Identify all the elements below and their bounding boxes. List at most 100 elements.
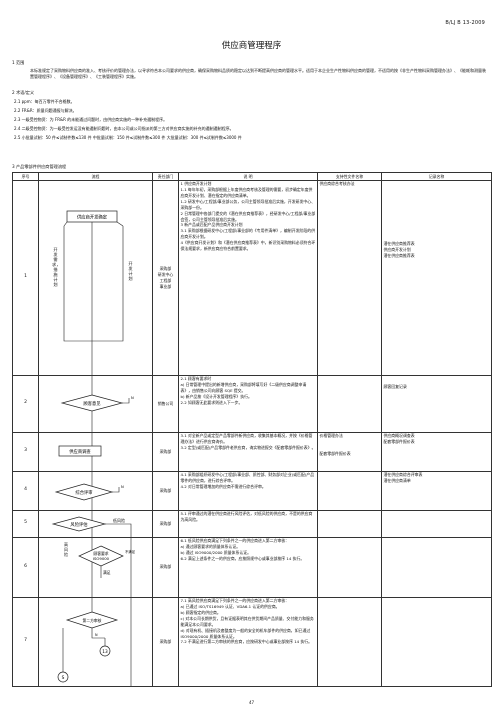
connector-label: 13 xyxy=(102,649,108,655)
document-number: B/LJ B 13-2009 xyxy=(445,20,485,26)
row-number: 1 xyxy=(12,179,39,376)
support-doc xyxy=(317,509,382,538)
desc-line: 3.1 对全新产品或定型产品零部件新供应商，收集其基本概况，并按《价格管理办法》… xyxy=(180,433,313,445)
flow-cell: 第二方审核 N 13 S xyxy=(38,596,153,687)
flow-label: 低风险 xyxy=(113,517,125,523)
description-cell: 3.1 对全新产品或定型产品零部件新供应商，收集其基本概况，并按《价格管理办法》… xyxy=(178,431,318,472)
header-records: 记录名称 xyxy=(381,172,492,181)
flowchart-step-2: 顾客意见 N xyxy=(60,375,134,432)
flow-label-left: 高风险 xyxy=(63,541,69,558)
support-doc xyxy=(317,470,382,511)
description-cell: 4.1 采购部组织研发中心/工程部/事业部、质控部、财务部对企业(或匹配)产品零… xyxy=(178,470,318,511)
flowchart-step-4: 综合评审 N xyxy=(54,471,124,510)
desc-line: a) 已通过 ISO/TS16949 认证、VDA6.1 认证的供应商。 xyxy=(180,604,280,610)
desc-line: a) 日常管理中提出的新增供应商，采购部将填写好《二级供应商调整申请表》，由销售… xyxy=(180,382,307,394)
table-row: 2 顾客意见 N 销售公司 2.1 顾客有要求时 a) 日常管理中提出的新增供应… xyxy=(12,374,492,433)
flowchart-step-5: 风险评估 低风险 xyxy=(51,510,132,537)
record-names: 供应商概况调查表 配套零部件报价表 xyxy=(381,431,492,472)
responsible-dept: 采购部 xyxy=(152,431,179,472)
header-dept: 责任部门 xyxy=(152,172,179,181)
flow-box-label: 顾客要求 xyxy=(93,551,108,556)
table-row: 5 风险评估 低风险 采购部 5.1 评审通过的潜在供应商进行风险评估，对低风险… xyxy=(12,509,492,538)
desc-line: b) 新产品按《设计开发管理程序》执行。 xyxy=(180,393,252,399)
desc-line: 2.2 如顾客无此要求则进入下一步。 xyxy=(180,399,243,405)
header-seq: 序号 xyxy=(12,172,39,181)
support-doc xyxy=(317,374,382,433)
definition-item: 2.4 二级受控物资：为一级受控发运没有能遏制问题时，由本公司或公司指派的第三方… xyxy=(14,126,234,131)
record-names xyxy=(381,509,492,538)
desc-line: 3.2 定型(或匹配)产品零部件老供应商，询实物进报交《配套零部件报价表》。 xyxy=(180,445,316,451)
section-2-heading: 2 术语/定义 xyxy=(12,90,35,95)
table-row: 3 供应商调查 采购部 3.1 对全新产品或定型产品零部件新供应商，收集其基本概… xyxy=(12,431,492,472)
row-number: 2 xyxy=(12,374,39,433)
description-cell: 2.1 顾客有要求时 a) 日常管理中提出的新增供应商，采购部将填写好《二级供应… xyxy=(178,374,318,433)
desc-line: 1 供应商开发计划 xyxy=(180,181,212,187)
record-names: 潜在供应商综合评审表 潜在供应商清单 xyxy=(381,470,492,511)
header-support: 支持性文件名称 xyxy=(317,172,382,181)
desc-line: 4.1 采购部组织研发中心/工程部/事业部、质控部、财务部对企业(或匹配)产品零… xyxy=(180,472,315,484)
support-doc xyxy=(317,536,382,598)
section-3-heading: 3 产品零部件供应商管理流程 xyxy=(12,164,67,169)
desc-line: 6.1 低风险供应商满足下列条件之一的供应商进入第二方审核： xyxy=(180,538,290,544)
document-title: 供应商管理程序 xyxy=(221,41,282,51)
table-row: 7 第二方审核 N 13 S 采购部 xyxy=(12,596,492,687)
connector-circle xyxy=(99,645,111,657)
desc-line: 7.2 不满足进行第二方审核的供应商，应按研发中心或事业部按序 14 执行。 xyxy=(180,639,313,645)
table-row: 4 综合评审 N 采购部 4.1 采购部组织研发中心/工程部/事业部、质控部、财… xyxy=(12,470,492,511)
table-header-row: 序号 流程 责任部门 说 明 支持性文件名称 记录名称 xyxy=(12,172,492,181)
process-table: 序号 流程 责任部门 说 明 支持性文件名称 记录名称 1 供应商开发确定 xyxy=(12,172,492,687)
table-row: 6 顾客要求 ISO9000 不满足 满足 高风险 采购部 6.1 低风险供应商… xyxy=(12,536,492,598)
row-number: 4 xyxy=(12,470,39,511)
section-1-text: 本标准规定了采购物料供应商的准入、考核评价的管理办法，以寻求符合本公司要求的供应… xyxy=(30,68,486,79)
description-cell: 1 供应商开发计划 1.1 每年年初，采购部根据上年度供应商考核及管理的需要，初… xyxy=(178,179,318,376)
definition-item: 2.2 FR&R：质量问题通报与解决。 xyxy=(14,108,77,113)
flowchart-step-1: 供应商开发确定 xyxy=(63,210,124,375)
table-row: 1 供应商开发确定 开发需求，措施计划 开发计划 采购部 研发中心 工程部 事业… xyxy=(12,179,492,376)
responsible-dept: 采购部 xyxy=(152,536,179,598)
decision-diamond xyxy=(54,483,114,501)
desc-line: d) 对现有机、插接机及套整度为一般的安全的机车部件的供应商，如已通过 ISO9… xyxy=(180,627,311,639)
desc-line: 6.2 满足上述条件之一的供应商，应按照规中心或事业部按序 14 执行。 xyxy=(180,555,305,561)
definition-item: 2.1 ppm：每百万零件不合格数。 xyxy=(14,99,75,104)
row-number: 5 xyxy=(12,509,39,538)
definition-item: 2.5 小批量试制：50 件≤试制件数≤130 件 中批量试制：150 件≤试制… xyxy=(14,135,242,140)
flow-cell: 供应商调查 xyxy=(38,431,153,472)
support-doc: 供应商综合考核办法 xyxy=(317,179,382,376)
flow-box-label: 供应商开发确定 xyxy=(77,213,108,220)
flow-cell: 顾客要求 ISO9000 不满足 满足 高风险 xyxy=(38,536,153,598)
responsible-dept: 采购部 xyxy=(152,509,179,538)
support-doc: 价格管理办法 配套零部件报价表 xyxy=(317,431,382,472)
record-names: 顾客回复记录 xyxy=(381,374,492,433)
desc-line: b) 顾客指定的供应商。 xyxy=(180,610,221,616)
flow-label-right: 开发计划 xyxy=(128,260,133,281)
responsible-dept: 销售公司 xyxy=(152,374,179,433)
flow-tag: N xyxy=(121,485,124,489)
flow-box-label: 顾客意见 xyxy=(83,400,101,407)
desc-line: 7.1 高风险供应商满足下列条件之一的供应商进入第二方审核： xyxy=(180,598,290,604)
desc-line: 1.1 每年年初，采购部根据上年度供应商考核及管理的需要，初步确定年度供应商开发… xyxy=(180,187,313,199)
connector-circle xyxy=(57,671,69,683)
desc-line: b) 通过 ISO9000/2000 质量体系认证。 xyxy=(180,550,252,556)
description-cell: 7.1 高风险供应商满足下列条件之一的供应商进入第二方审核： a) 已通过 IS… xyxy=(178,596,318,687)
flow-box-label: 第二方审核 xyxy=(83,618,102,623)
desc-line: 1.2 研发中心/工程部/事业部公务，公司主管领导批准后实施，开发研发中心、采购… xyxy=(180,198,316,210)
row-number: 7 xyxy=(12,596,39,687)
desc-line: 5.1 评审通过的潜在供应商进行风险评估，对低风险的供应商，不是的供应商为高风险… xyxy=(180,511,313,523)
flowchart-step-3: 供应商调查 xyxy=(58,432,102,471)
flowchart-step-6: 顾客要求 ISO9000 不满足 满足 xyxy=(78,537,136,597)
record-names xyxy=(381,536,492,598)
flowchart-step-7: 第二方审核 N 13 S xyxy=(57,597,132,686)
connector-label: S xyxy=(62,675,65,681)
flow-cell: 顾客意见 N xyxy=(38,374,153,433)
desc-line: 4《供应商开发计划》和《潜在供应商推荐表》中，新识别采购物料必须符合环保法规要求… xyxy=(180,239,316,251)
decision-diamond xyxy=(60,394,124,412)
desc-line: 4.2 对日常管理增加的供应商不需进行综合评审。 xyxy=(180,484,266,490)
desc-line: 3 新产品或匹配产品供应商开发计划 xyxy=(180,222,243,228)
svg-text:ISO9000: ISO9000 xyxy=(93,556,110,561)
flow-cell: 综合评审 N xyxy=(38,470,153,511)
desc-line: 3.1 采购部根据研发中心/工程部/事业部的《专用件清单》，编制开发阶段的供应商… xyxy=(180,228,316,240)
desc-line: 2 日常管理中各部门提交的《潜在供应商推荐表》，经研发中心/工程部/事业部会签，… xyxy=(180,210,316,222)
row-number: 6 xyxy=(12,536,39,598)
flow-box-label: 风险评估 xyxy=(70,521,88,528)
description-cell: 5.1 评审通过的潜在供应商进行风险评估，对低风险的供应商，不是的供应商为高风险… xyxy=(178,509,318,538)
